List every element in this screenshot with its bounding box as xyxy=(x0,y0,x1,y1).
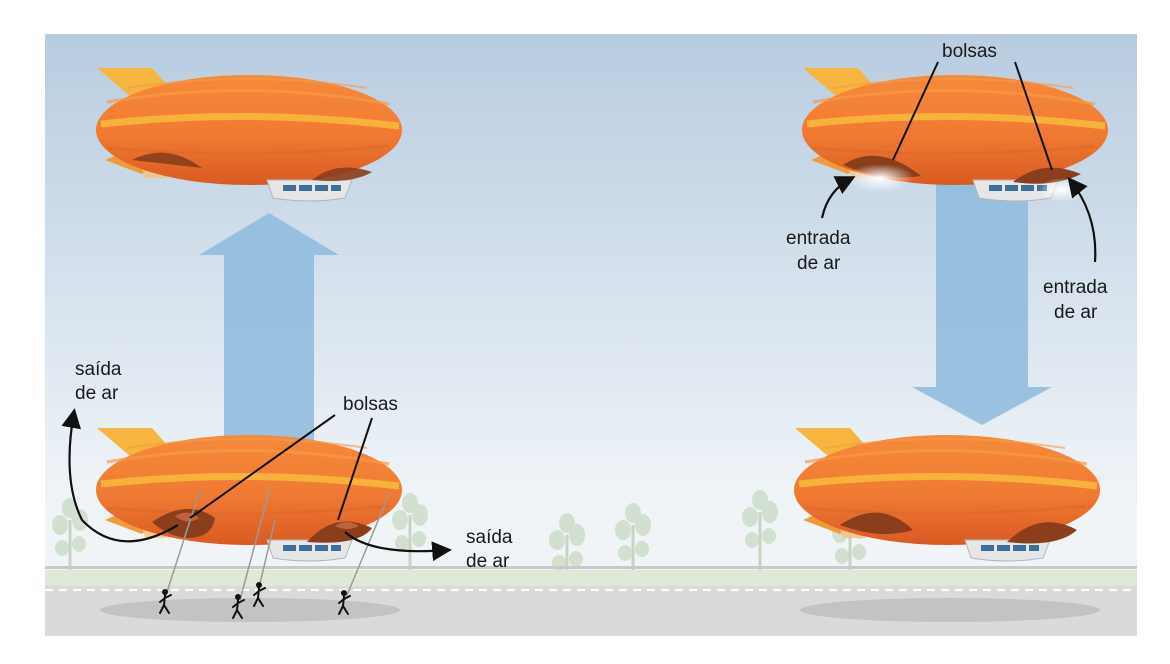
shadow-left xyxy=(100,598,400,622)
label-bags-top-right: bolsas xyxy=(942,41,997,62)
airship-top-left xyxy=(96,68,402,201)
label-air-out-left-line1: saída xyxy=(75,359,122,380)
callout-lines xyxy=(189,61,1053,521)
airship-bottom-right xyxy=(794,428,1100,561)
shadow-right xyxy=(800,598,1100,622)
label-air-out-left-line2: de ar xyxy=(75,383,119,404)
label-air-out-right-line2: de ar xyxy=(466,551,510,572)
label-bags-bottom-left: bolsas xyxy=(343,394,398,415)
label-air-in-right-line2: de ar xyxy=(1054,302,1098,323)
grass-strip xyxy=(45,570,1137,586)
label-air-in-right-line1: entrada xyxy=(1043,277,1108,298)
ascend-arrow xyxy=(199,213,339,450)
label-air-out-right-line1: saída xyxy=(466,527,513,548)
descend-arrow xyxy=(912,180,1052,425)
label-air-in-left-line1: entrada xyxy=(786,228,851,249)
air-puff-right xyxy=(1038,178,1086,202)
air-flow-arrows xyxy=(61,176,1097,562)
mooring-ropes xyxy=(164,487,391,601)
label-air-in-left-line2: de ar xyxy=(797,253,841,274)
fence xyxy=(45,566,1137,569)
air-puff-left xyxy=(846,164,914,192)
